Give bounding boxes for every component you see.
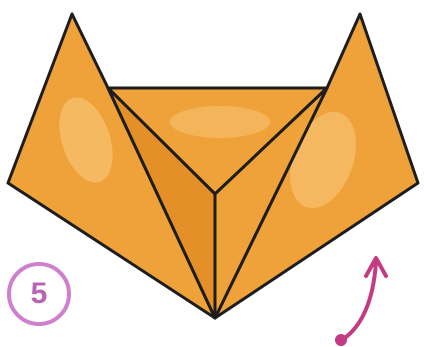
step-number: 5: [31, 279, 48, 309]
top-flap-highlight: [170, 106, 270, 138]
step-number-badge: 5: [7, 262, 71, 326]
curved-arrow-up-icon: [335, 258, 386, 346]
